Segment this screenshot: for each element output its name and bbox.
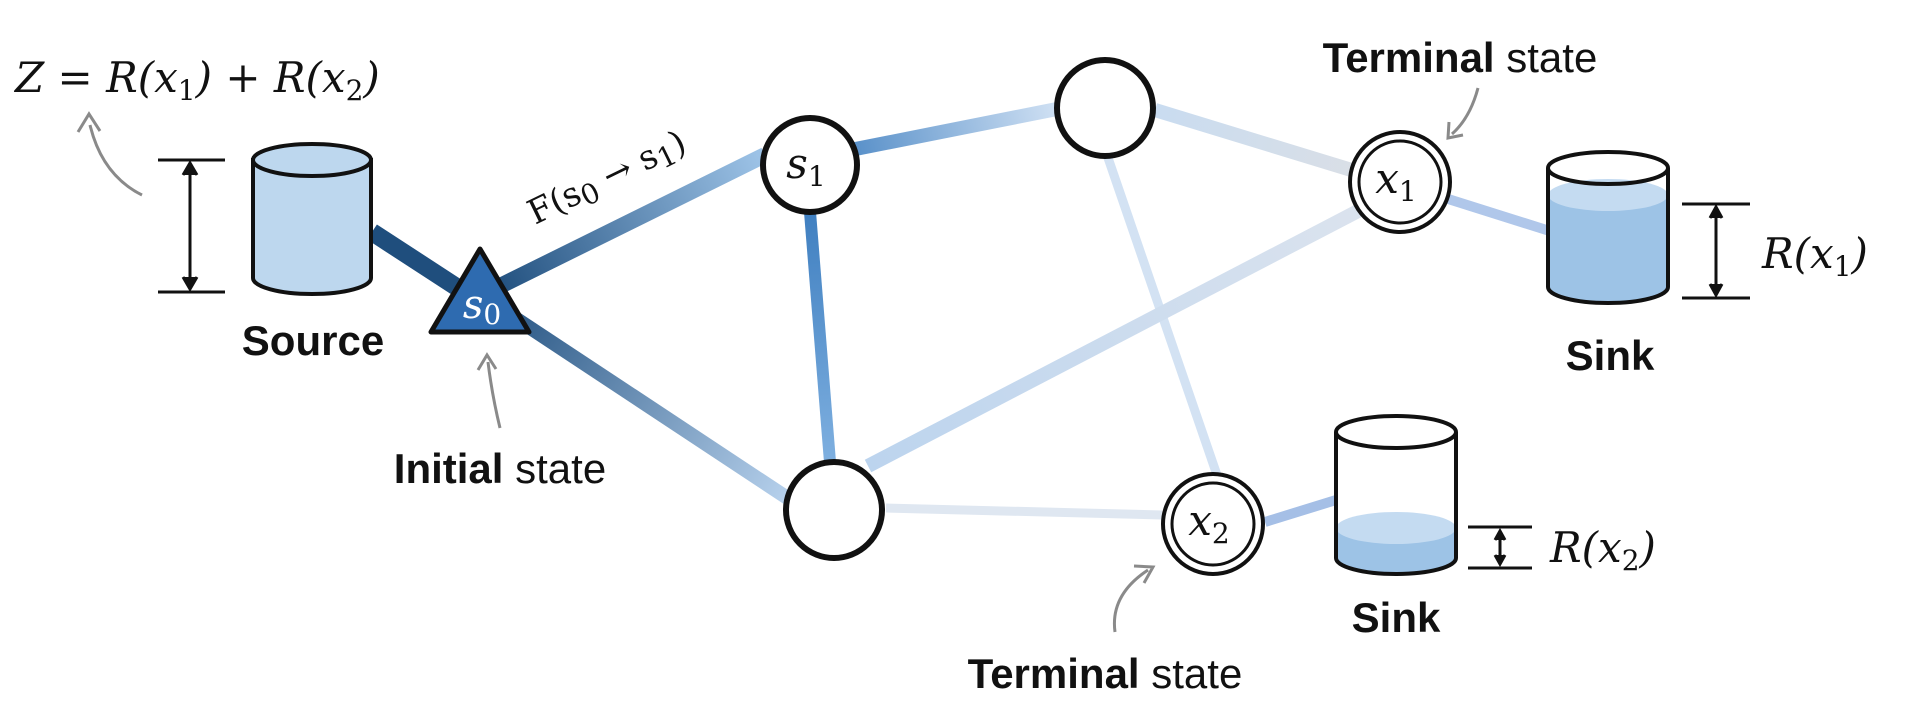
terminal-state-bottom-arrow: [1112, 564, 1156, 633]
edge-source-s0: [367, 224, 463, 296]
terminal-state-top-arrow: [1446, 87, 1480, 140]
formula-pointer-arrow: [76, 111, 143, 197]
svg-text:x1: x1: [1375, 154, 1417, 208]
node-s0: s0: [428, 246, 532, 335]
initial-state-arrow: [476, 352, 502, 429]
edge-s1-bottom: [804, 211, 836, 463]
node-bottom: [783, 459, 885, 561]
node-top: [1054, 57, 1156, 159]
svg-text:s0: s0: [463, 282, 501, 331]
svg-text:s1: s1: [786, 139, 825, 193]
sink-top-cylinder: [1546, 150, 1670, 305]
edge-x2-sink: [1263, 495, 1338, 527]
source-height-marker: [158, 158, 225, 294]
node-x1: x1: [1348, 130, 1452, 234]
svg-text:x2: x2: [1188, 496, 1230, 550]
terminal-state-bottom-label: Terminal state: [968, 650, 1243, 697]
node-x2: x2: [1161, 472, 1265, 576]
node-s1: s1: [760, 115, 860, 215]
edge-s0-s1: [488, 147, 769, 298]
edge-s0-bottom: [484, 294, 799, 509]
edge-bottom-x2: [885, 503, 1163, 520]
sink-bottom-reward-marker: [1468, 525, 1532, 570]
flow-label: F(s0 → s1): [521, 122, 694, 236]
sink-bottom-reward: R(x2): [1549, 523, 1656, 577]
sink-bottom-cylinder: [1334, 414, 1458, 576]
partition-formula: Z = R(x1) + R(x2): [13, 53, 380, 107]
source-label: Source: [242, 317, 384, 364]
sink-bottom-label: Sink: [1352, 594, 1441, 641]
sink-top-label: Sink: [1566, 332, 1655, 379]
sink-top-reward-marker: [1682, 202, 1750, 300]
edge-top-x1: [1152, 103, 1361, 179]
edge-x1-sink: [1443, 193, 1558, 238]
source-cylinder: [251, 142, 373, 296]
terminal-state-top-label: Terminal state: [1323, 34, 1598, 81]
sink-top-reward: R(x1): [1761, 229, 1868, 283]
initial-state-label: Initial state: [394, 445, 606, 492]
edge-bottom-x1: [864, 203, 1364, 473]
